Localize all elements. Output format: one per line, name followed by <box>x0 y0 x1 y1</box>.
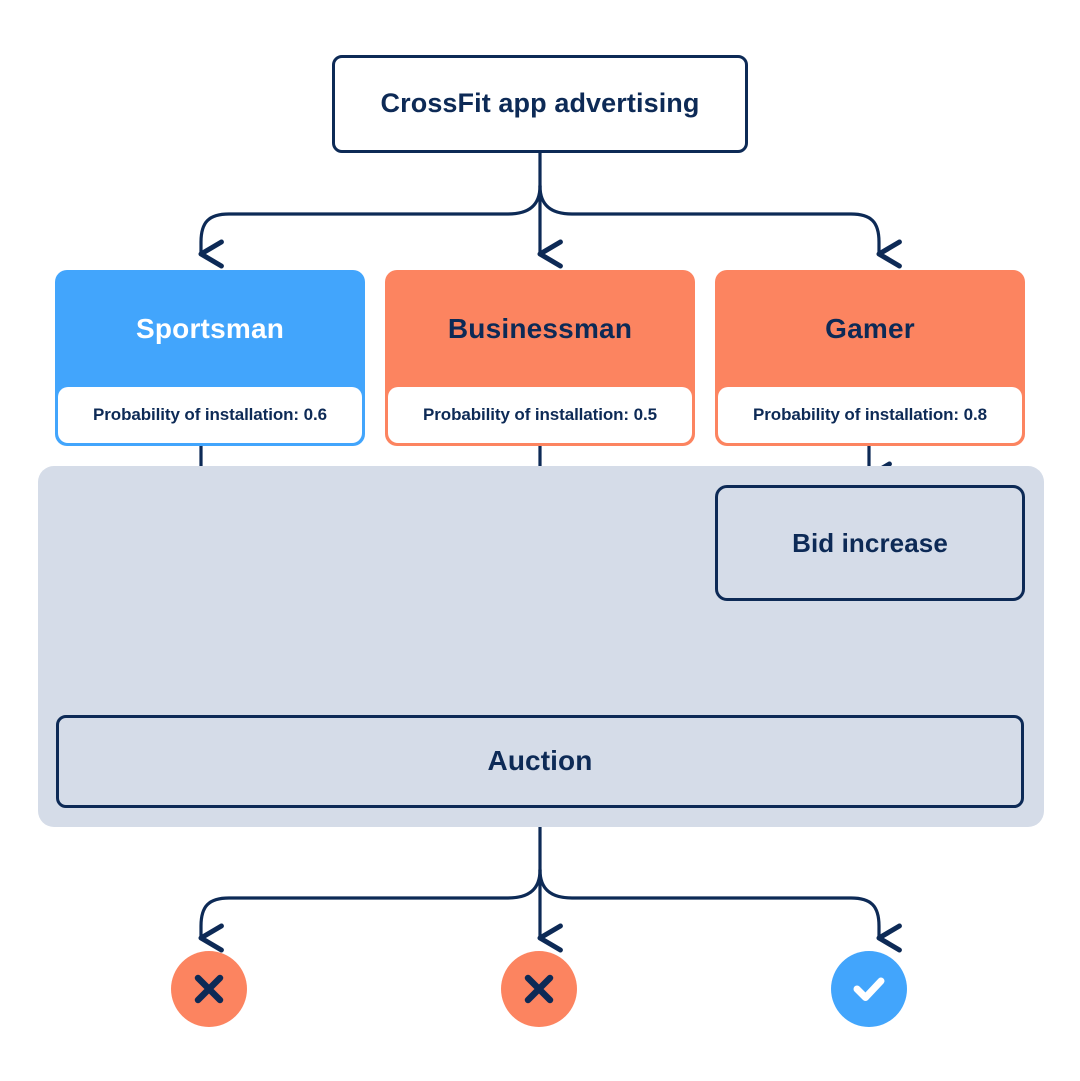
wire-auction-to-result-1 <box>201 868 542 938</box>
card-gamer[interactable]: Gamer Probability of installation: 0.8 <box>715 270 1025 446</box>
node-bid-increase[interactable]: Bid increase <box>715 485 1025 601</box>
cross-icon <box>194 974 224 1004</box>
card-businessman[interactable]: Businessman Probability of installation:… <box>385 270 695 446</box>
card-gamer-title: Gamer <box>825 312 915 344</box>
auction-label: Auction <box>487 745 593 777</box>
card-businessman-probability: Probability of installation: 0.5 <box>388 387 692 443</box>
card-businessman-title: Businessman <box>447 312 633 344</box>
root-node-label: CrossFit app advertising <box>380 88 700 119</box>
card-sportsman-probability: Probability of installation: 0.6 <box>58 387 362 443</box>
card-sportsman[interactable]: Sportsman Probability of installation: 0… <box>55 270 365 446</box>
wire-root-to-gamer <box>538 184 879 254</box>
result-badge-lost-2[interactable] <box>501 951 577 1027</box>
card-gamer-probability: Probability of installation: 0.8 <box>718 387 1022 443</box>
check-icon <box>853 977 885 1001</box>
bid-increase-label: Bid increase <box>792 527 948 558</box>
result-badge-won[interactable] <box>831 951 907 1027</box>
node-auction[interactable]: Auction <box>56 715 1024 808</box>
card-sportsman-title: Sportsman <box>135 312 285 344</box>
result-badge-lost-1[interactable] <box>171 951 247 1027</box>
cross-icon <box>524 974 554 1004</box>
node-crossfit-app-advertising[interactable]: CrossFit app advertising <box>332 55 748 153</box>
wire-auction-to-result-3 <box>538 868 879 938</box>
wire-root-to-sportsman <box>201 184 542 254</box>
